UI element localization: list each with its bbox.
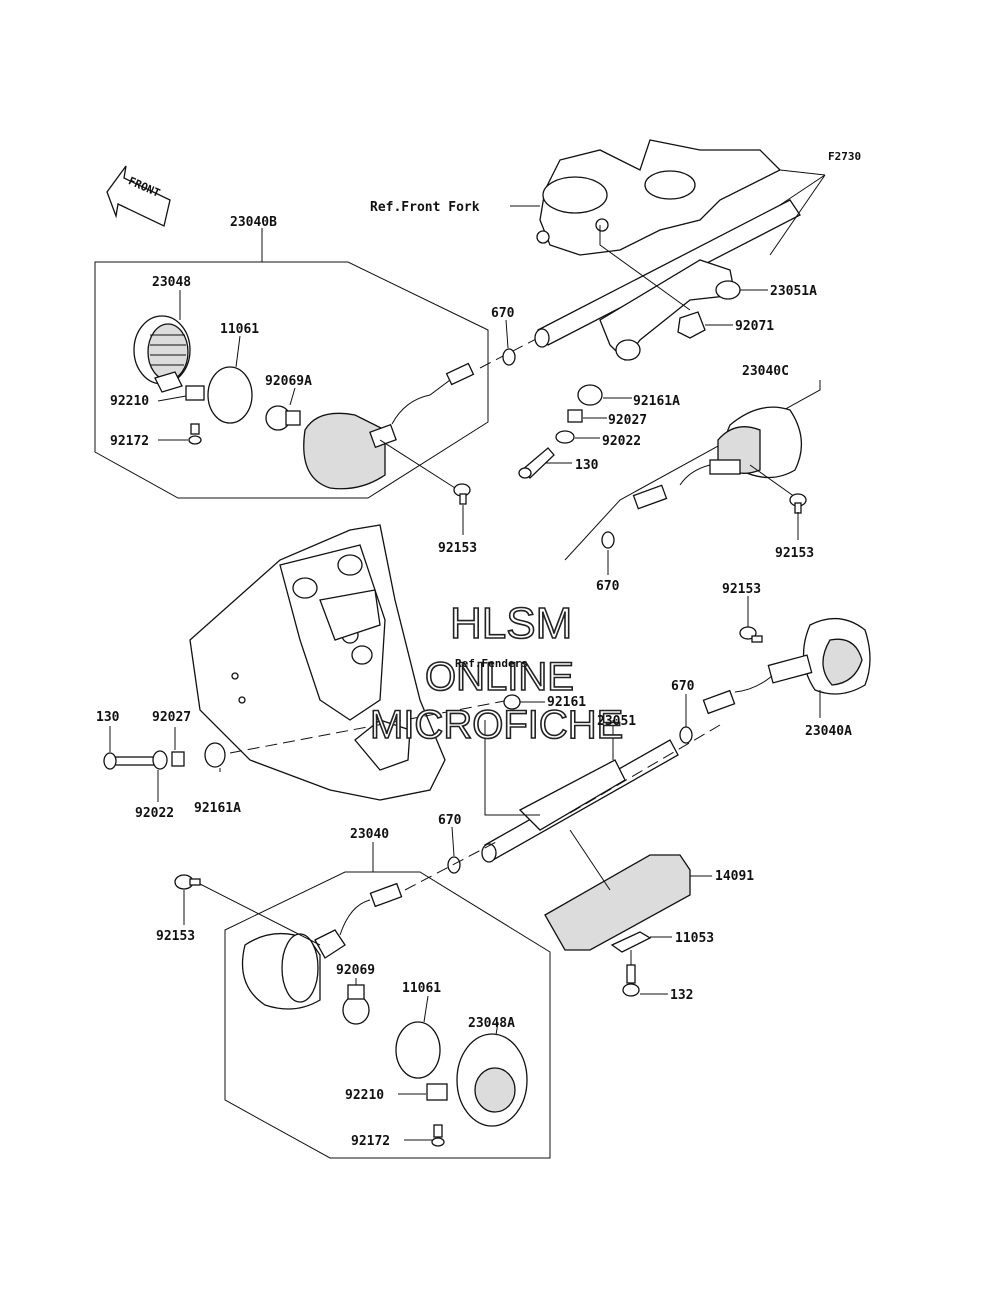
- callout-23048A: 23048A: [468, 1016, 515, 1031]
- callout-92153-bottom: 92153: [156, 929, 195, 944]
- callout-670-right: 670: [671, 679, 695, 694]
- callout-11061-bottom: 11061: [402, 981, 441, 996]
- callout-132: 132: [670, 988, 693, 1003]
- watermark-line-3: MICROFICHE: [370, 703, 623, 747]
- turn-signal-housing-23040C: [632, 406, 803, 510]
- nut-92210-bottom: [426, 1083, 448, 1101]
- bolt-130-left: [103, 752, 155, 770]
- damper-92161A-top: [577, 384, 603, 406]
- callout-130-left: 130: [96, 710, 120, 725]
- washer-92022-top: [555, 430, 575, 444]
- ref-fenders: Ref.Fenders: [455, 657, 528, 670]
- grommet-92071: [677, 311, 706, 339]
- o-ring-11061-top: [207, 366, 253, 424]
- collar-92027-left: [171, 751, 185, 767]
- callout-92153-a: 92153: [722, 582, 761, 597]
- o-ring-670-mid: [601, 531, 615, 549]
- front-direction-arrow-icon: [106, 165, 171, 227]
- callout-11053: 11053: [675, 931, 714, 946]
- callout-92069: 92069: [336, 963, 375, 978]
- turn-signal-housing-23040A: [702, 618, 871, 715]
- callout-92210-bottom: 92210: [345, 1088, 384, 1103]
- callout-92153-top: 92153: [438, 541, 477, 556]
- callout-670-top: 670: [491, 306, 515, 321]
- o-ring-670-bottom: [447, 856, 461, 874]
- ref-front-fork: Ref.Front Fork: [370, 200, 480, 215]
- o-ring-670-top: [502, 348, 516, 366]
- callout-92069A: 92069A: [265, 374, 312, 389]
- callout-130-top: 130: [575, 458, 599, 473]
- damper-92161A-left: [204, 742, 226, 768]
- nut-92210-top: [185, 385, 205, 401]
- bolt-132: [622, 964, 640, 997]
- lens-23048A: [456, 1033, 528, 1127]
- callout-92161: 92161: [547, 695, 586, 710]
- callout-92153-c: 92153: [775, 546, 814, 561]
- bulb-92069: [342, 984, 370, 1025]
- callout-23051A: 23051A: [770, 284, 817, 299]
- screw-92153-a: [739, 626, 763, 643]
- callout-92022-top: 92022: [602, 434, 641, 449]
- callout-92022-left: 92022: [135, 806, 174, 821]
- callout-23040A: 23040A: [805, 724, 852, 739]
- watermark-line-1: HLSM: [450, 599, 572, 648]
- callout-92172-top: 92172: [110, 434, 149, 449]
- callout-92161A-top: 92161A: [633, 394, 680, 409]
- callout-92161A-left: 92161A: [194, 801, 241, 816]
- callout-92027-left: 92027: [152, 710, 191, 725]
- callout-92027-top: 92027: [608, 413, 647, 428]
- bracket-11053: [610, 931, 652, 953]
- turn-signal-housing-23040: [241, 882, 403, 1010]
- screw-92153-top: [453, 483, 471, 505]
- bracket-tube-23051A: [534, 169, 826, 361]
- callout-14091: 14091: [715, 869, 754, 884]
- group-frame-23040: [224, 871, 551, 1159]
- callout-23040B: 23040B: [230, 215, 277, 230]
- collar-92027-top: [567, 409, 583, 423]
- callout-92071: 92071: [735, 319, 774, 334]
- screw-92172-bottom: [431, 1124, 445, 1147]
- washer-92022-left: [152, 750, 168, 770]
- watermark: HLSM ONLINE MICROFICHE: [369, 598, 624, 748]
- bulb-92069A: [265, 405, 301, 431]
- bolt-130-top: [518, 447, 555, 479]
- figure-code: F2730: [828, 150, 861, 163]
- callout-23040: 23040: [350, 827, 389, 842]
- callout-670-mid: 670: [596, 579, 620, 594]
- screw-92172-top: [188, 423, 202, 445]
- screw-92153-bottom: [174, 874, 201, 890]
- o-ring-670-right: [679, 726, 693, 744]
- callout-92210-top: 92210: [110, 394, 149, 409]
- callout-23051: 23051: [597, 714, 636, 729]
- front-fender-mount: [189, 524, 446, 801]
- bracket-tube-23051: [481, 739, 679, 863]
- callout-23040C: 23040C: [742, 364, 789, 379]
- callout-11061-top: 11061: [220, 322, 259, 337]
- callout-92172-bottom: 92172: [351, 1134, 390, 1149]
- callout-670-bottom: 670: [438, 813, 462, 828]
- turn-signal-housing-23040B: [303, 362, 475, 490]
- watermark-line-2: ONLINE: [425, 655, 574, 699]
- lens-23048: [133, 315, 191, 393]
- o-ring-11061-bottom: [395, 1021, 441, 1079]
- group-frame-23040B: [94, 261, 489, 499]
- cover-14091: [544, 854, 691, 951]
- callout-23048: 23048: [152, 275, 191, 290]
- screw-92153-c: [789, 493, 807, 514]
